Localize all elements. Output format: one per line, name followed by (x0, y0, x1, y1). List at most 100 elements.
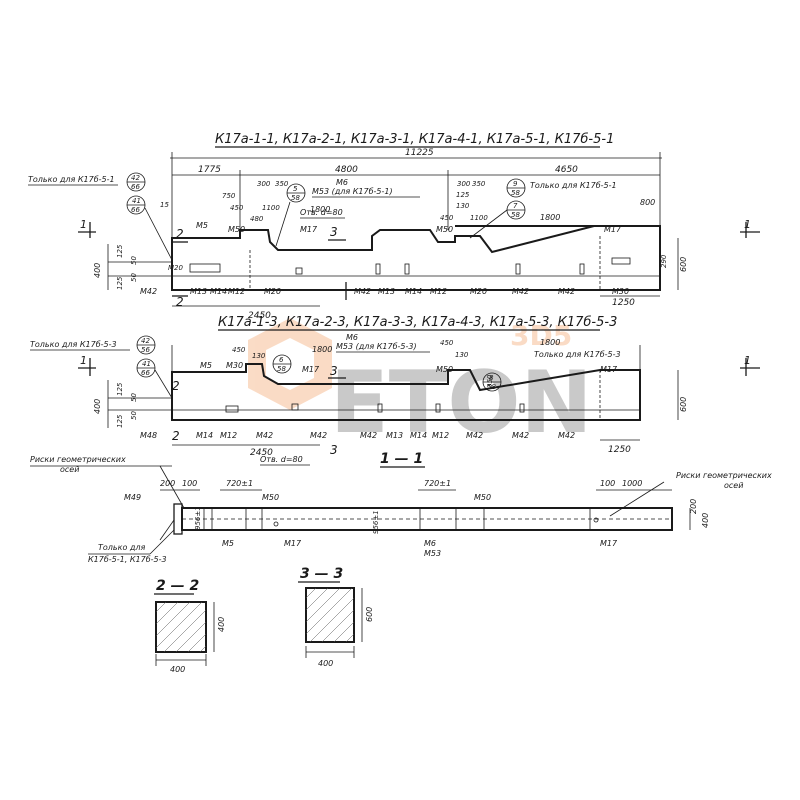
section-marker-2-upper-bot: 2 (176, 295, 184, 309)
note-only-for-list-11: К17б-5-1, К17б-5-3 (88, 555, 167, 564)
callout-8-58-top: 8 (489, 374, 494, 382)
dim-15-upper: 15 (160, 201, 169, 209)
mark-m30-lower: М30 (226, 361, 243, 370)
dim-600-lower: 600 (679, 397, 688, 412)
note-axes-word-right: осей (724, 481, 743, 490)
dim-1800-upper-l: 1800 (310, 205, 330, 214)
dim-400-lower: 400 (93, 399, 102, 414)
lower-dimensions: 450 130 1800 450 130 1800 2450 1250 600 … (93, 338, 688, 458)
dim-300-upper-r: 300 (457, 180, 471, 188)
note-only-k17b-5-1: Только для К17б-5-1 (28, 175, 115, 184)
dim-total-upper: 11225 (405, 148, 434, 158)
dim-125-left-lower-b: 125 (116, 414, 124, 428)
mark-m6-lower: М6 (346, 333, 358, 342)
callout-42-56-bot: 56 (141, 346, 150, 354)
mark-m14-lower-b: М14 (410, 431, 427, 440)
note-axes-word-left: осей (60, 465, 79, 474)
dim-720-11-r: 720±1 (424, 479, 451, 488)
mark-m42-lower-a: М42 (256, 431, 273, 440)
lower-marks: М5 М30 М17 М50 М17 М48 М14 М12 М42 М42 М… (140, 361, 618, 440)
upper-dimensions: 11225 1775 4800 4650 800 300 350 750 450… (93, 148, 688, 321)
dim-130-lower-r: 130 (455, 351, 469, 359)
dim-1000-11: 1000 (622, 479, 642, 488)
mark-m42-upper-c: М42 (512, 287, 529, 296)
mark-m42-lower-b: М42 (310, 431, 327, 440)
note-only-for-11: Только для (98, 543, 146, 552)
dim-450-upper: 450 (230, 204, 244, 212)
dim-2450-lower: 2450 (250, 448, 273, 458)
callout-9-58-top: 9 (513, 180, 518, 188)
mark-m6-upper: М6 (336, 178, 348, 187)
callout-7-58-top: 7 (513, 202, 518, 210)
callout-7-58-bot: 58 (511, 211, 520, 219)
mark-m42-lower-e: М42 (512, 431, 529, 440)
callout-41-66-bot: 66 (131, 206, 140, 214)
lower-section-markers: 1 1 2 2 3 3 (78, 354, 760, 457)
mark-m17-11: М17 (284, 539, 302, 548)
callout-42-66-top: 42 (131, 174, 140, 182)
section-marker-2-lower-top: 2 (172, 379, 180, 393)
mark-m13-upper-b: М13 (378, 287, 395, 296)
dim-200-11: 200 (160, 479, 175, 488)
dim-480: 480 (250, 215, 264, 223)
dim-400-upper: 400 (93, 263, 102, 278)
dim-100-11-r: 100 (600, 479, 615, 488)
note-hole-lower: Отв. d=80 (260, 455, 303, 464)
note-m53-lower: М53 (для К17б-5-3) (336, 342, 417, 351)
dim-1775: 1775 (198, 165, 221, 175)
section-marker-1-right-lower: 1 (744, 354, 751, 367)
callout-9-58-bot: 58 (511, 189, 520, 197)
mark-m42-upper-a: М42 (140, 287, 157, 296)
watermark-sub: 3D5 (510, 319, 572, 352)
mark-m42-lower-c: М42 (360, 431, 377, 440)
note-hole-upper: Отв. d=80 (300, 208, 343, 217)
callout-6-58-top: 6 (279, 356, 284, 364)
mark-m50-11: М50 (262, 493, 279, 502)
mark-m5-upper: М5 (196, 221, 208, 230)
dim-956-11-mid: 956±1 (372, 510, 380, 534)
mark-m12-lower: М12 (220, 431, 237, 440)
dim-2450-upper: 2450 (248, 311, 271, 321)
dim-450-upper-r: 450 (440, 214, 454, 222)
title-lower: К17а-1-3, К17а-2-3, К17а-3-3, К17а-4-3, … (218, 315, 617, 330)
dim-130-upper-r: 130 (456, 202, 470, 210)
mark-m17-11-r: М17 (600, 539, 618, 548)
dim-750: 750 (222, 192, 236, 200)
dim-4650: 4650 (555, 165, 578, 175)
note-only-k17b-5-1-right: Только для К17б-5-1 (530, 181, 617, 190)
mark-m20-upper-c: М20 (470, 287, 487, 296)
dim-4800: 4800 (335, 165, 358, 175)
callout-42-56-top: 42 (141, 337, 150, 345)
dim-50-left-lower-b: 50 (130, 411, 138, 420)
mark-m53-11: М53 (424, 549, 441, 558)
section-1-1: 200 100 720±1 720±1 100 1000 200 400 956… (30, 455, 772, 564)
note-m53-upper: М53 (для К17б-5-1) (312, 187, 393, 196)
section-marker-3-upper-top: 3 (330, 225, 338, 239)
mark-m12-lower-b: М12 (432, 431, 449, 440)
callout-5-58-top: 5 (293, 185, 298, 193)
mark-m50-11-r: М50 (474, 493, 491, 502)
mark-m42-lower-d: М42 (466, 431, 483, 440)
dim-1800-lower-r: 1800 (540, 338, 560, 347)
section-marker-1-left-upper: 1 (80, 218, 87, 231)
dim-800-upper: 800 (640, 198, 655, 207)
mark-m42-lower-f: М42 (558, 431, 575, 440)
mark-m5-11: М5 (222, 539, 234, 548)
dim-22-height: 400 (217, 617, 226, 632)
callout-41-66-top: 41 (132, 197, 141, 205)
dim-350-upper: 350 (275, 180, 289, 188)
note-only-k17b-5-3: Только для К17б-5-3 (30, 340, 117, 349)
dim-33-width: 400 (318, 659, 333, 668)
mark-m20-upper-b: М20 (264, 287, 281, 296)
dim-1800-upper-r: 1800 (540, 213, 560, 222)
dim-50-left-lower: 50 (130, 393, 138, 402)
mark-m17-lower: М17 (302, 365, 320, 374)
section-marker-3-lower-top: 3 (330, 364, 338, 378)
mark-m14-upper-b: М14 (405, 287, 422, 296)
mark-m17-lower-r: М17 (600, 365, 618, 374)
dim-290-upper: 290 (660, 254, 668, 268)
mark-m14-lower: М14 (196, 431, 213, 440)
mark-m13-upper: М13 (190, 287, 207, 296)
mark-m5-lower: М5 (200, 361, 212, 370)
